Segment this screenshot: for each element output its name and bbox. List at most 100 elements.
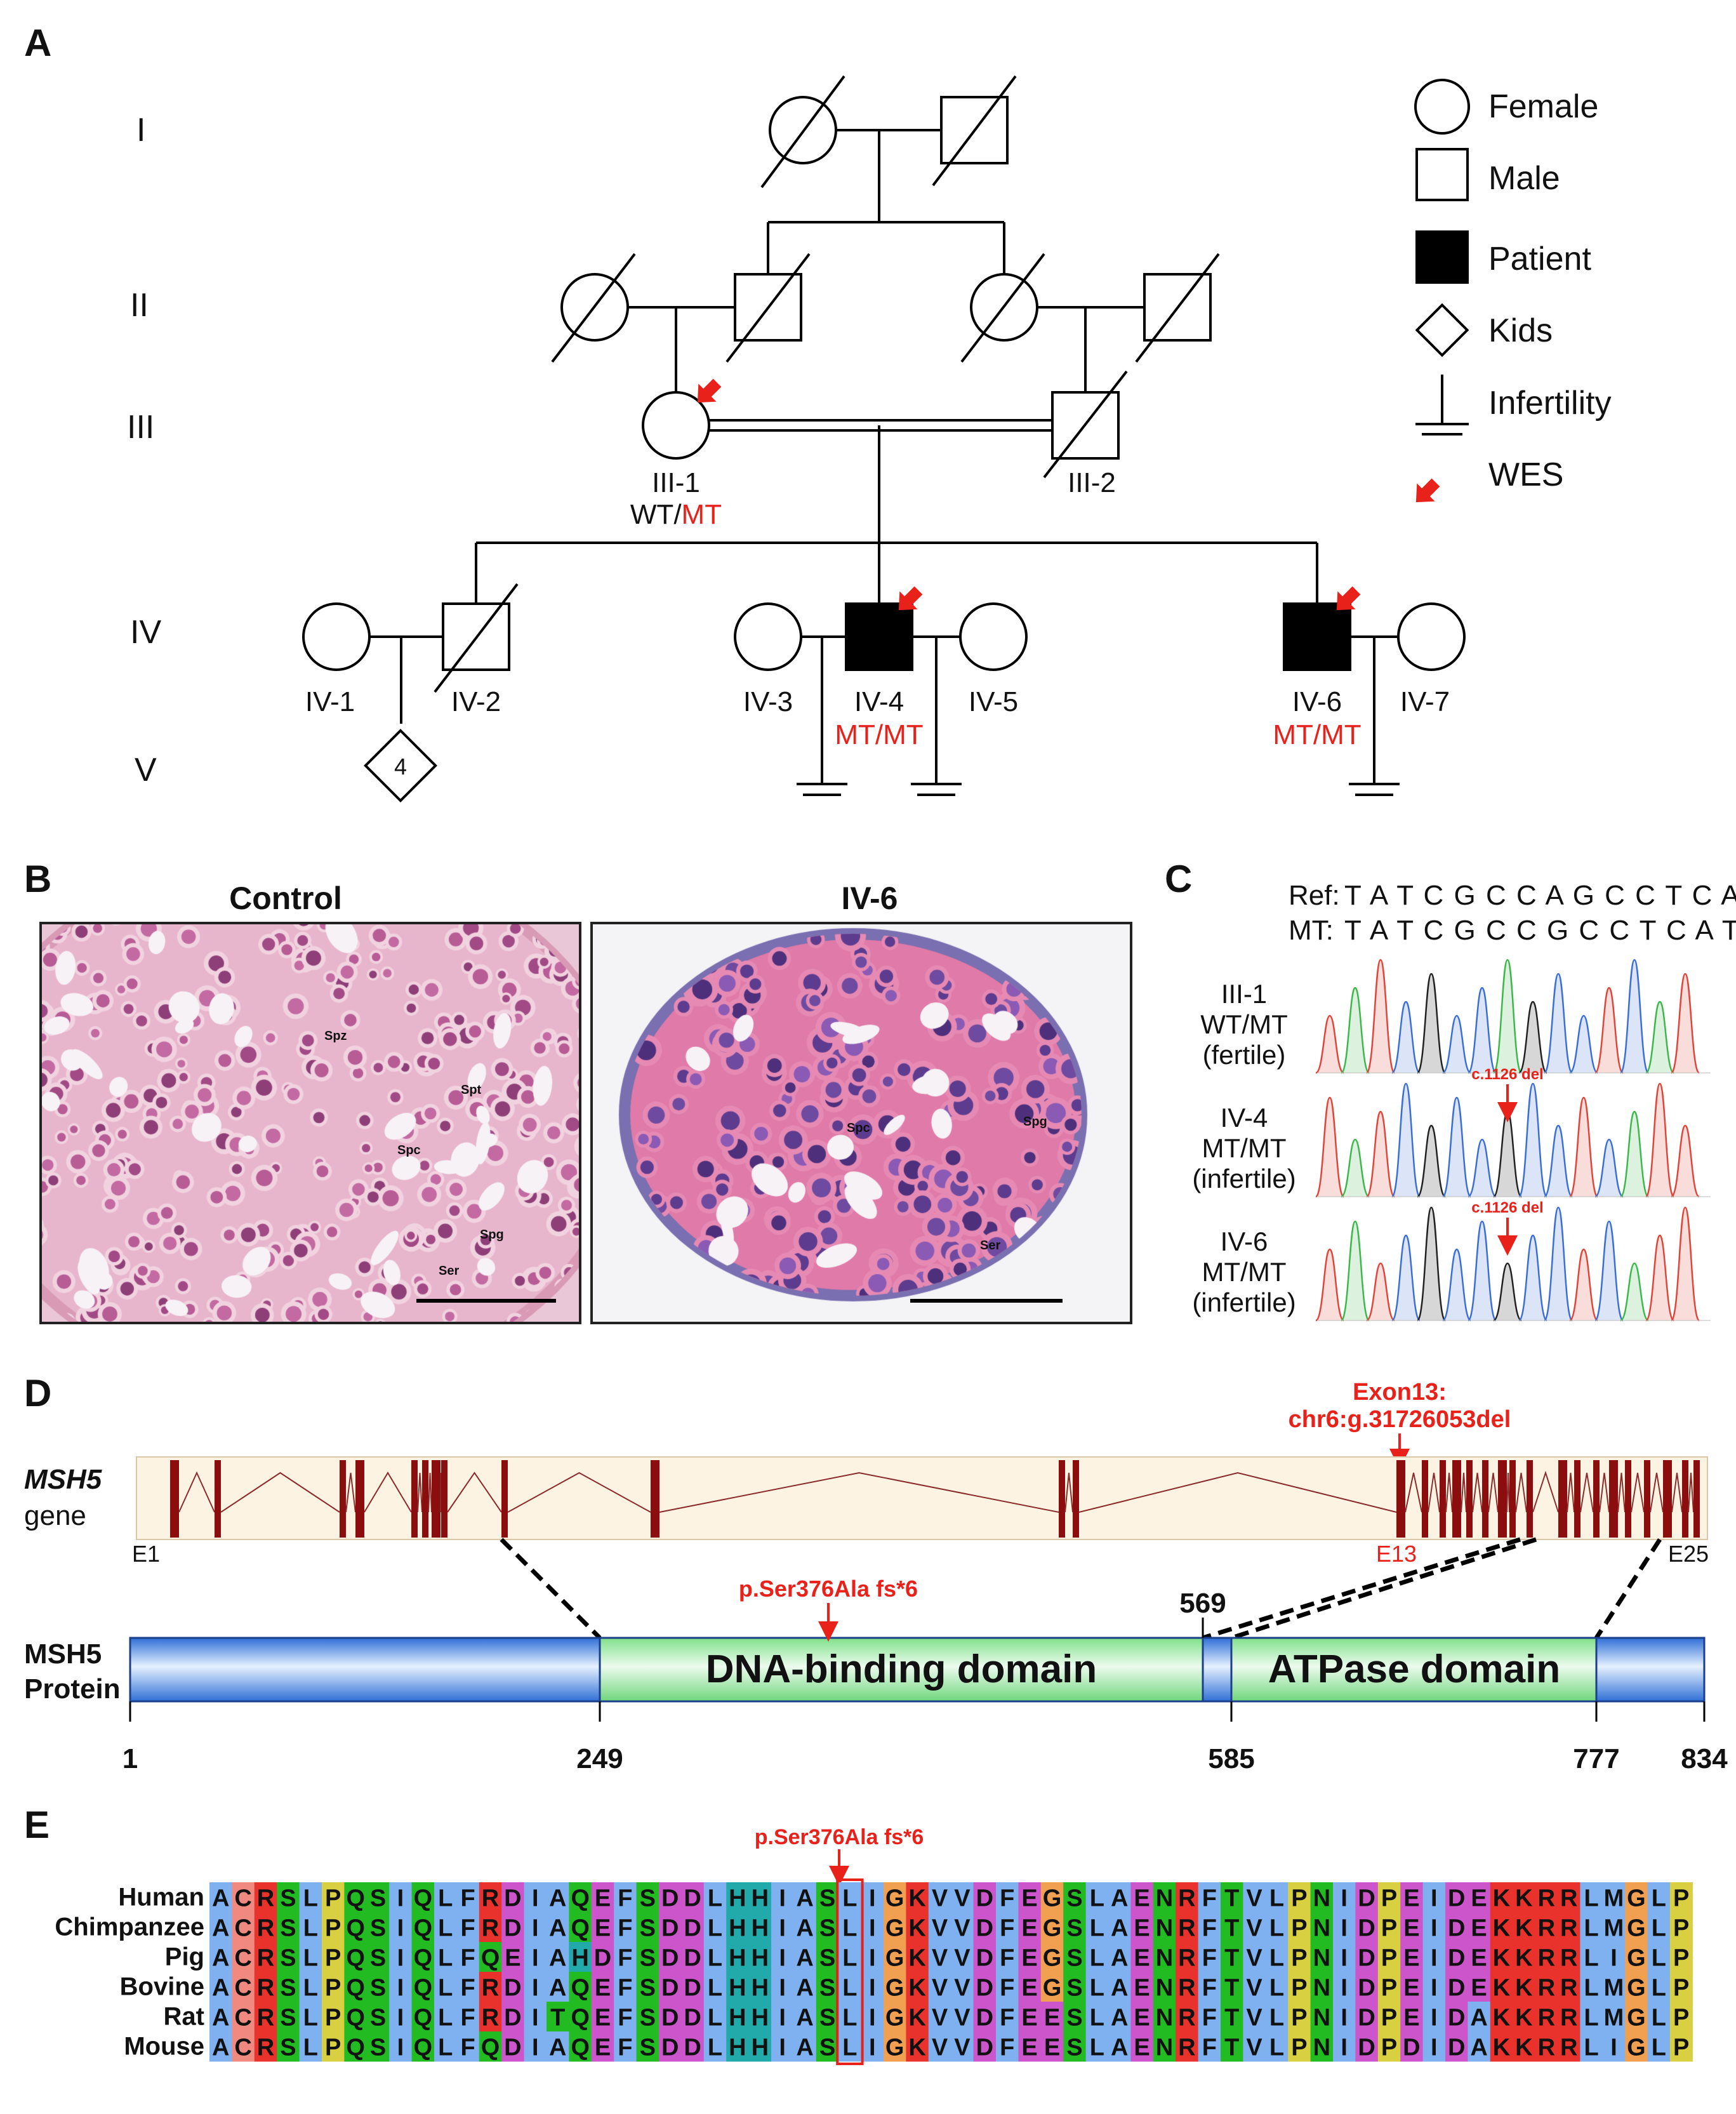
residue-cell bbox=[479, 1882, 502, 1913]
exon-block bbox=[501, 1460, 508, 1538]
residue-cell bbox=[1377, 2002, 1401, 2032]
residue-letter: K bbox=[908, 2035, 926, 2061]
residue-letter: L bbox=[1652, 2035, 1666, 2061]
residue-letter: V bbox=[1246, 2035, 1262, 2061]
residue-cell bbox=[299, 1942, 322, 1972]
residue-cell bbox=[277, 2031, 300, 2062]
residue-letter: I bbox=[1341, 2035, 1348, 2061]
residue-letter: Q bbox=[414, 1915, 433, 1942]
residue-cell bbox=[344, 1972, 368, 2002]
residue-cell bbox=[1355, 2002, 1379, 2032]
residue-cell bbox=[1018, 1912, 1042, 1943]
residue-cell bbox=[1445, 2002, 1468, 2032]
residue-letter: L bbox=[708, 1915, 722, 1942]
residue-cell bbox=[232, 2031, 255, 2062]
residue-cell bbox=[1221, 2031, 1243, 2062]
residue-cell bbox=[1243, 1972, 1266, 2002]
residue-letter: A bbox=[212, 1945, 229, 1972]
residue-cell bbox=[1108, 1882, 1131, 1913]
residue-cell bbox=[1625, 2002, 1648, 2032]
residue-letter: D bbox=[1358, 1885, 1375, 1912]
residue-cell bbox=[906, 1912, 929, 1943]
residue-letter: L bbox=[1090, 1975, 1104, 2002]
residue-cell bbox=[1198, 1912, 1221, 1943]
residue-cell bbox=[254, 2002, 277, 2032]
residue-letter: L bbox=[1090, 2005, 1104, 2031]
residue-letter: R bbox=[257, 1975, 274, 2002]
residue-cell bbox=[1288, 2031, 1311, 2062]
residue-cell bbox=[1647, 2002, 1671, 2032]
label-spg: Spg bbox=[480, 1228, 504, 1242]
residue-letter: L bbox=[708, 2005, 722, 2031]
residue-letter: I bbox=[397, 1975, 404, 2002]
residue-cell bbox=[1221, 1942, 1243, 1972]
residue-cell bbox=[703, 1912, 727, 1943]
intron-line bbox=[1461, 1472, 1467, 1513]
residue-letter: L bbox=[1090, 1915, 1104, 1942]
residue-letter: V bbox=[932, 1975, 948, 2002]
residue-letter: S bbox=[370, 2005, 386, 2031]
residue-cell bbox=[1355, 1942, 1379, 1972]
legend-wes-icon bbox=[1415, 478, 1440, 503]
residue-letter: A bbox=[212, 1975, 229, 2002]
residue-letter: I bbox=[1610, 1945, 1617, 1972]
residue-letter: I bbox=[1431, 1945, 1438, 1972]
residue-letter: R bbox=[1538, 2005, 1555, 2031]
residue-letter: I bbox=[1341, 1945, 1348, 1972]
species-label: Human bbox=[118, 1884, 204, 1911]
intron-line bbox=[1580, 1472, 1594, 1513]
residue-letter: D bbox=[661, 1915, 679, 1942]
residue-letter: I bbox=[532, 1885, 539, 1912]
trace-peak bbox=[1543, 973, 1574, 1074]
residue-cell bbox=[232, 1882, 255, 1913]
residue-letter: F bbox=[1000, 1915, 1014, 1942]
trace-peak bbox=[1467, 987, 1497, 1074]
patient-tissue bbox=[593, 924, 1130, 1322]
residue-letter: S bbox=[280, 1945, 296, 1972]
residue-cell bbox=[1130, 1972, 1154, 2002]
residue-letter: V bbox=[1246, 2005, 1262, 2031]
deletion-label: c.1126 del bbox=[1471, 1066, 1543, 1083]
residue-letter: V bbox=[954, 1915, 971, 1942]
residue-cell bbox=[1625, 1882, 1648, 1913]
residue-letter: P bbox=[325, 1945, 341, 1972]
residue-cell bbox=[569, 1972, 592, 2002]
residue-cell bbox=[636, 2002, 659, 2032]
residue-cell bbox=[1580, 1942, 1603, 1972]
residue-cell bbox=[344, 1942, 368, 1972]
residue-cell bbox=[1130, 2031, 1154, 2062]
residue-letter: L bbox=[438, 1945, 453, 1972]
residue-cell bbox=[1040, 1882, 1064, 1913]
residue-letter: A bbox=[212, 1915, 229, 1942]
residue-letter: F bbox=[460, 1915, 475, 1942]
residue-cell bbox=[1310, 1942, 1334, 1972]
residue-letter: V bbox=[1246, 1945, 1262, 1972]
exon-block bbox=[1498, 1460, 1507, 1538]
residue-cell bbox=[1243, 1942, 1266, 1972]
residue-cell bbox=[366, 1882, 390, 1913]
residue-letter: K bbox=[1493, 2005, 1511, 2031]
residue-cell bbox=[277, 1882, 300, 1913]
residue-letter: V bbox=[954, 1975, 971, 2002]
iii1-female bbox=[642, 391, 710, 460]
trace-peak bbox=[1391, 1234, 1421, 1322]
residue-cell bbox=[1445, 1882, 1468, 1913]
residue-cell bbox=[1513, 2031, 1536, 2062]
residue-letter: K bbox=[1493, 1885, 1511, 1912]
residue-letter: F bbox=[460, 1885, 475, 1912]
residue-letter: G bbox=[1627, 2005, 1646, 2031]
residue-letter: F bbox=[1202, 2035, 1217, 2061]
residue-cell bbox=[1535, 2031, 1558, 2062]
residue-letter: D bbox=[684, 1975, 701, 2002]
generation-label: V bbox=[135, 752, 157, 788]
iii2-male bbox=[1051, 391, 1120, 460]
residue-letter: V bbox=[932, 1915, 948, 1942]
residue-letter: E bbox=[1134, 1915, 1150, 1942]
residue-letter: T bbox=[1224, 2035, 1239, 2061]
residue-letter: R bbox=[1178, 1915, 1195, 1942]
residue-letter: T bbox=[1224, 2005, 1239, 2031]
residue-letter: D bbox=[504, 1915, 521, 1942]
residue-cell bbox=[1130, 2002, 1154, 2032]
residue-cell bbox=[1243, 1882, 1266, 1913]
intron-line bbox=[1488, 1472, 1499, 1513]
